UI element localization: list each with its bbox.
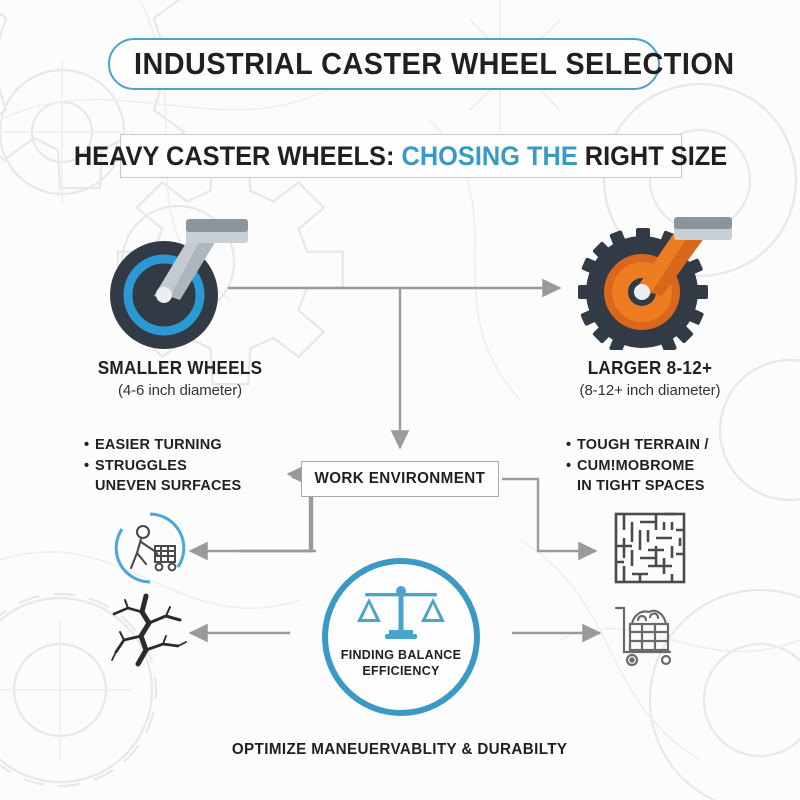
footer-text-wrap: OPTIMIZE MANEUERVABLITY & DURABILTY (0, 741, 800, 759)
work-environment-label: WORK ENVIRONMENT (314, 470, 486, 487)
right-wheel-label: LARGER 8-12+ (587, 358, 713, 378)
left-wheel-sublabel: (4-6 inch diameter) (118, 382, 242, 399)
bullet-text-continued: UNEVEN SURFACES (95, 478, 242, 495)
list-item: • STRUGGLES (84, 456, 284, 477)
large-caster-wheel-icon (570, 200, 740, 354)
bullet-text: EASIER TURNING (95, 437, 222, 453)
left-bullet-list: • EASIER TURNING • STRUGGLES UNEVEN SURF… (84, 435, 284, 497)
list-item: • EASIER TURNING (84, 435, 284, 456)
balance-caption-line2: EFFICIENCY (362, 663, 440, 678)
list-item: • TOUGH TERRAIN / (566, 435, 776, 456)
page-title: INDUSTRIAL CASTER WHEEL SELECTION (134, 46, 735, 81)
bullet-text: CUM!MOBROME (577, 457, 695, 474)
maze-icon (614, 512, 686, 584)
subtitle-highlight: CHOSING THE (401, 140, 579, 171)
bullet-dot-icon: • (84, 457, 90, 474)
bullet-dot-icon: • (84, 437, 90, 453)
left-wheel-label: SMALLER WHEELS (97, 358, 263, 378)
footer-text: OPTIMIZE MANEUERVABLITY & DURABILTY (232, 741, 568, 758)
balance-caption-line1: FINDING BALANCE (340, 648, 462, 662)
bullet-dot-icon: • (566, 437, 572, 453)
cracked-ground-icon (108, 592, 192, 668)
worker-pushing-cart-icon (110, 508, 190, 588)
balance-caption: FINDING BALANCE EFFICIENCY (341, 648, 461, 679)
right-wheel-label-group: LARGER 8-12+ (8-12+ inch diameter) (520, 358, 780, 399)
bullet-dot-icon: • (566, 457, 572, 474)
right-bullet-list: • TOUGH TERRAIN / • CUM!MOBROME IN TIGHT… (566, 435, 776, 497)
list-item: • CUM!MOBROME (566, 456, 776, 477)
balance-scale-icon (357, 586, 445, 639)
small-caster-wheel-icon (92, 200, 262, 350)
left-wheel-label-group: SMALLER WHEELS (4-6 inch diameter) (60, 358, 300, 399)
right-wheel-sublabel: (8-12+ inch diameter) (579, 382, 721, 399)
loaded-hand-truck-icon (608, 600, 688, 670)
bullet-text: TOUGH TERRAIN / (577, 437, 709, 453)
subtitle-text: HEAVY CASTER WHEELS: CHOSING THE RIGHT S… (74, 141, 727, 172)
subtitle-bar: HEAVY CASTER WHEELS: CHOSING THE RIGHT S… (74, 134, 728, 178)
subtitle-part1: HEAVY CASTER WHEELS: (74, 140, 402, 171)
page-title-bar: INDUSTRIAL CASTER WHEEL SELECTION (108, 38, 734, 90)
bullet-text-continued: IN TIGHT SPACES (577, 478, 705, 495)
bullet-text: STRUGGLES (95, 457, 188, 474)
finding-balance-circle: FINDING BALANCE EFFICIENCY (322, 558, 480, 716)
subtitle-part2: RIGHT SIZE (578, 140, 728, 171)
work-environment-box: WORK ENVIRONMENT (301, 461, 499, 497)
